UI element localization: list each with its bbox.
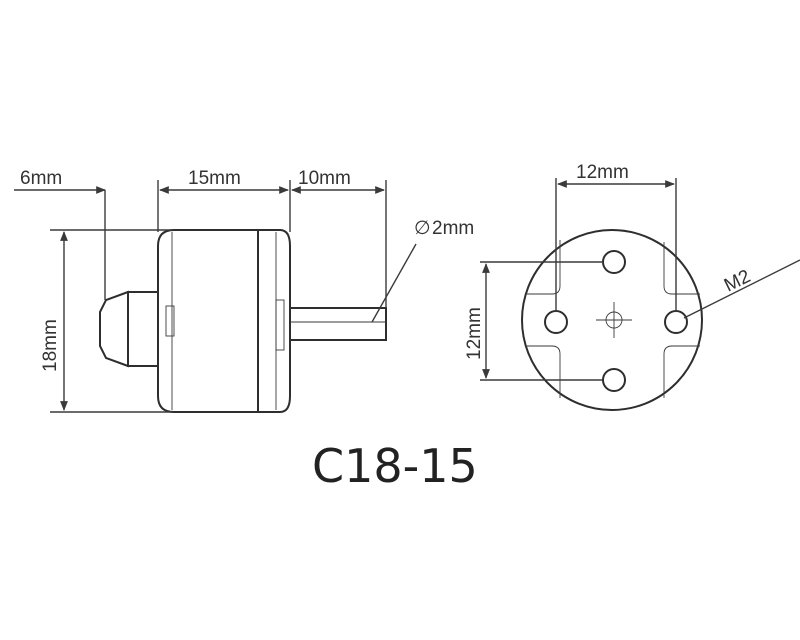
mount-hole-left xyxy=(544,310,568,334)
dim-mount-horizontal: 12mm xyxy=(576,162,629,183)
dim-mount-vertical: 12mm xyxy=(464,307,485,360)
side-view: 6mm 15mm 10mm 18mm ∅ 2mm xyxy=(14,168,474,413)
model-label: C18-15 xyxy=(312,439,478,493)
motor-stator xyxy=(257,229,291,413)
motor-shaft xyxy=(289,307,387,341)
motor-bell xyxy=(157,229,259,413)
dim-bell-length: 15mm xyxy=(188,168,241,189)
mount-cross-outline xyxy=(526,240,700,398)
mount-hole-right xyxy=(664,310,688,334)
mount-hole-bottom xyxy=(602,368,626,392)
dim-shaft-diameter: 2mm xyxy=(432,218,474,239)
mount-hole-top xyxy=(602,250,626,274)
dim-shaft-exposed: 6mm xyxy=(20,168,62,189)
dim-body-diameter: 18mm xyxy=(40,319,61,372)
motor-nose xyxy=(99,290,129,368)
diameter-symbol: ∅ xyxy=(414,218,431,239)
motor-nose-collar xyxy=(127,291,161,367)
dim-shaft-length: 10mm xyxy=(298,168,351,189)
dim-screw-size: M2 xyxy=(721,266,754,296)
front-view: 12mm 12mm M2 xyxy=(464,162,800,411)
